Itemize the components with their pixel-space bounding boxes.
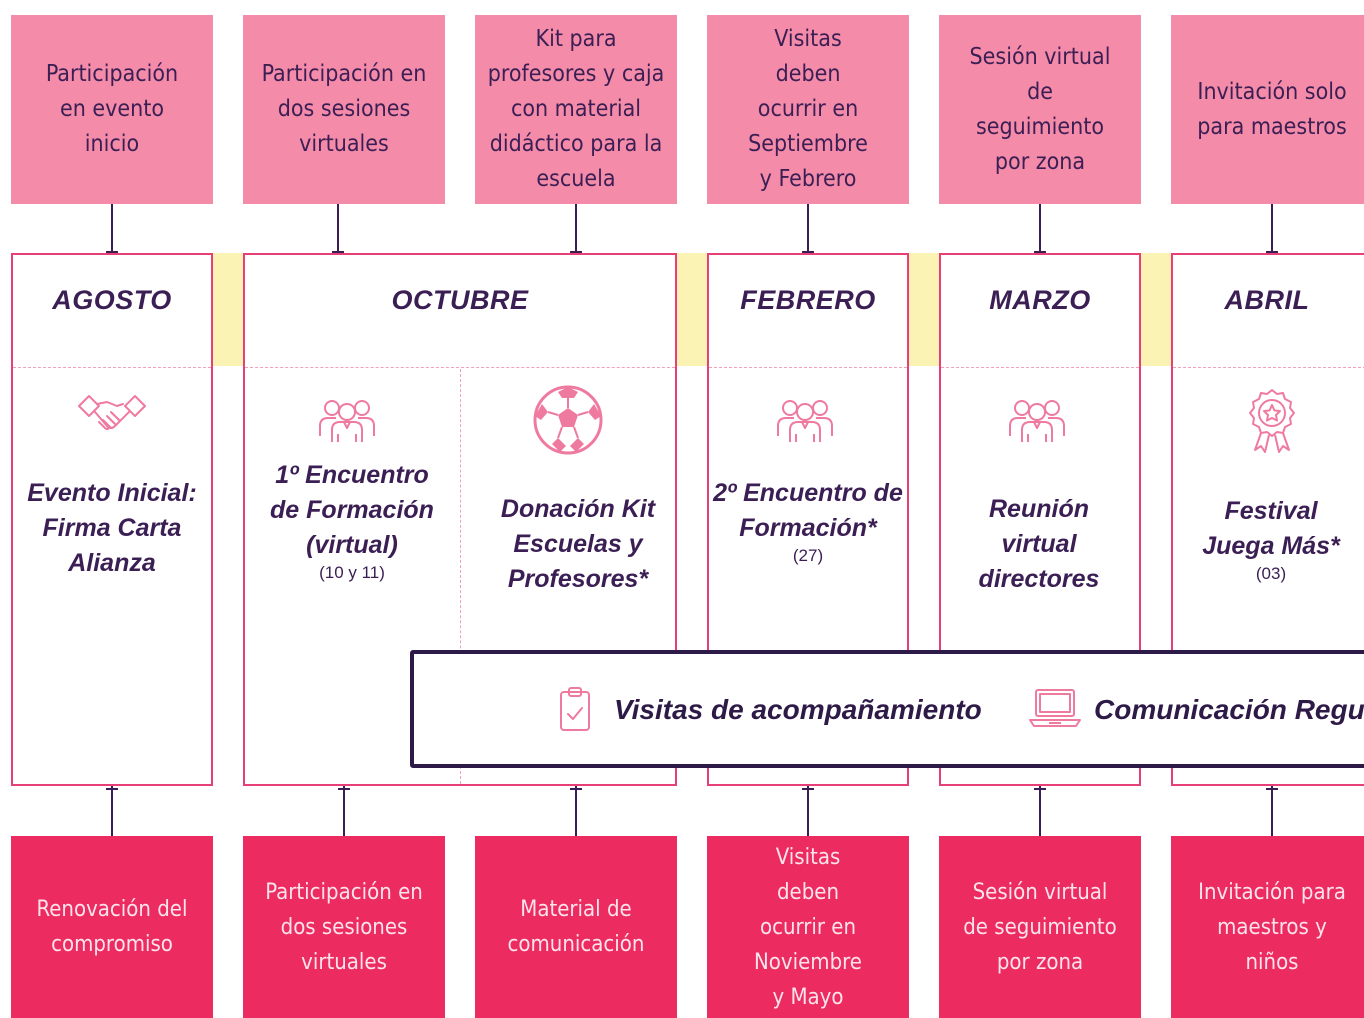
ongoing-activities-band: Visitas de acompañamiento Comunicación R… — [410, 650, 1364, 768]
top-note-octubre-2: Kit para profesores y caja con material … — [475, 15, 677, 204]
connector-top-tick-3 — [570, 251, 582, 253]
event-date: (27) — [792, 546, 824, 565]
month-label: AGOSTO — [52, 285, 172, 315]
soccer-ball-icon — [533, 385, 603, 455]
month-label: ABRIL — [1224, 285, 1310, 315]
column-split — [460, 369, 461, 784]
month-label: FEBRERO — [740, 285, 876, 315]
month-label: MARZO — [989, 285, 1091, 315]
event-title-febrero: 2º Encuentro de Formación* (27) — [713, 479, 903, 565]
month-label: OCTUBRE — [391, 285, 529, 315]
bottom-note-agosto: Renovación del compromiso — [11, 836, 213, 1018]
column-divider — [941, 367, 1139, 368]
connector-top-tick-4 — [802, 251, 814, 253]
connector-bottom-tick-4 — [802, 788, 814, 790]
clipboard-check-icon — [560, 687, 590, 731]
band-comunicacion-label: Comunicación Regular — [1094, 694, 1364, 725]
connector-bottom-tick-3 — [570, 788, 582, 790]
connector-bottom-1 — [111, 786, 113, 836]
connector-top-1 — [111, 204, 113, 253]
bottom-note-octubre-2: Material de comunicación — [475, 836, 677, 1018]
event-title-abril: Festival Juega Más* (03) — [1185, 494, 1357, 584]
top-note-agosto: Participación en evento inicio — [11, 15, 213, 204]
event-title-octubre-2: Donación Kit Escuelas y Profesores* — [500, 495, 656, 593]
people-group-icon — [777, 400, 833, 442]
connector-bottom-2 — [343, 786, 345, 836]
event-title-octubre-1: 1º Encuentro de Formación (virtual) (10 … — [262, 458, 442, 583]
event-date: (03) — [1255, 564, 1287, 583]
top-note-marzo: Sesión virtual de seguimiento por zona — [939, 15, 1141, 204]
connector-top-6 — [1271, 204, 1273, 253]
gap-highlight-2 — [677, 253, 707, 366]
laptop-icon — [1029, 689, 1081, 727]
gap-highlight-4 — [1141, 253, 1171, 366]
column-divider — [709, 367, 907, 368]
event-title-agosto: Evento Inicial: Firma Carta Alianza — [27, 479, 197, 577]
connector-top-5 — [1039, 204, 1041, 253]
connector-bottom-6 — [1271, 786, 1273, 836]
connector-top-tick-5 — [1034, 251, 1046, 253]
connector-top-tick-6 — [1266, 251, 1278, 253]
column-divider — [13, 367, 211, 368]
connector-top-2 — [337, 204, 339, 253]
event-title-marzo: Reunión virtual directores — [978, 495, 1100, 593]
top-note-octubre-1: Participación en dos sesiones virtuales — [243, 15, 445, 204]
connector-bottom-5 — [1039, 786, 1041, 836]
connector-bottom-tick-6 — [1266, 788, 1278, 790]
connector-bottom-tick-5 — [1034, 788, 1046, 790]
connector-bottom-tick-1 — [106, 788, 118, 790]
connector-top-4 — [807, 204, 809, 253]
bottom-note-abril: Invitación para maestros y niños — [1171, 836, 1364, 1018]
award-ribbon-icon — [1249, 389, 1295, 453]
connector-bottom-tick-2 — [338, 788, 350, 790]
top-note-febrero: Visitas deben ocurrir en Septiembre y Fe… — [707, 15, 909, 204]
connector-bottom-4 — [807, 786, 809, 836]
connector-top-tick-1 — [106, 251, 118, 253]
handshake-icon — [78, 395, 146, 430]
gap-highlight-3 — [909, 253, 939, 366]
people-group-icon — [1009, 400, 1065, 442]
connector-top-tick-2 — [332, 251, 344, 253]
bottom-note-febrero: Visitas deben ocurrir en Noviembre y May… — [707, 836, 909, 1018]
bottom-note-octubre-1: Participación en dos sesiones virtuales — [243, 836, 445, 1018]
people-group-icon — [319, 400, 375, 442]
connector-top-3 — [575, 204, 577, 253]
column-divider — [1173, 367, 1364, 368]
top-note-abril: Invitación solo para maestros — [1171, 15, 1364, 204]
bottom-note-marzo: Sesión virtual de seguimiento por zona — [939, 836, 1141, 1018]
gap-highlight-1 — [213, 253, 243, 366]
column-agosto: AGOSTO — [11, 253, 213, 786]
band-visitas-label: Visitas de acompañamiento — [614, 694, 982, 725]
event-date: (10 y 11) — [319, 563, 385, 582]
connector-bottom-3 — [575, 786, 577, 836]
column-divider — [245, 367, 675, 368]
